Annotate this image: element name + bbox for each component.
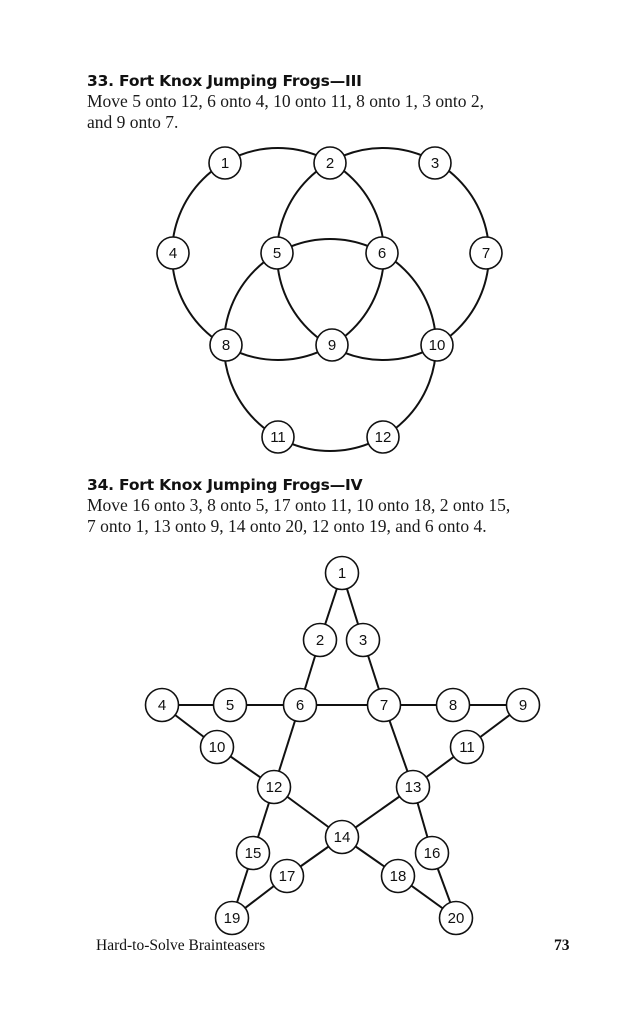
node-label: 11 [270, 429, 286, 446]
puzzle-33-heading: 33. Fort Knox Jumping Frogs—III [87, 72, 362, 90]
d34-node-7: 7 [366, 687, 402, 723]
d33-node-10: 10 [420, 328, 454, 362]
node-label: 9 [519, 697, 527, 714]
d33-node-5: 5 [260, 236, 294, 270]
d34-node-11: 11 [449, 729, 485, 765]
node-label: 7 [482, 245, 490, 262]
d33-node-12: 12 [366, 420, 400, 454]
d33-node-8: 8 [209, 328, 243, 362]
puzzle-34-line-1: Move 16 onto 3, 8 onto 5, 17 onto 11, 10… [87, 495, 511, 515]
node-label: 3 [359, 632, 367, 649]
d34-node-17: 17 [269, 858, 305, 894]
node-label: 13 [405, 779, 422, 796]
node-label: 10 [429, 337, 446, 354]
node-label: 12 [266, 779, 283, 796]
node-label: 2 [326, 155, 334, 172]
d33-node-7: 7 [469, 236, 503, 270]
node-label: 16 [424, 845, 441, 862]
node-label: 4 [169, 245, 177, 262]
node-label: 3 [431, 155, 439, 172]
d33-node-9: 9 [315, 328, 349, 362]
d34-node-15: 15 [235, 835, 271, 871]
d34-node-19: 19 [214, 900, 250, 936]
d33-node-1: 1 [208, 146, 242, 180]
node-label: 7 [380, 697, 388, 714]
d34-node-12: 12 [256, 769, 292, 805]
d33-node-6: 6 [365, 236, 399, 270]
node-label: 8 [449, 697, 457, 714]
node-label: 19 [224, 910, 241, 927]
d34-node-1: 1 [324, 555, 360, 591]
d33-node-11: 11 [261, 420, 295, 454]
node-label: 18 [390, 868, 407, 885]
d34-node-13: 13 [395, 769, 431, 805]
puzzle-33-instructions: Move 5 onto 12, 6 onto 4, 10 onto 11, 8 … [87, 91, 587, 133]
d34-node-8: 8 [435, 687, 471, 723]
node-label: 10 [209, 739, 226, 756]
d34-node-4: 4 [144, 687, 180, 723]
puzzle-34-line-2: 7 onto 1, 13 onto 9, 14 onto 20, 12 onto… [87, 516, 487, 536]
d34-node-10: 10 [199, 729, 235, 765]
node-label: 20 [448, 910, 465, 927]
running-footer-title: Hard-to-Solve Brainteasers [96, 937, 266, 954]
node-label: 8 [222, 337, 230, 354]
puzzle-34-heading: 34. Fort Knox Jumping Frogs—IV [87, 476, 363, 494]
node-label: 4 [158, 697, 166, 714]
d33-node-4: 4 [156, 236, 190, 270]
d34-node-18: 18 [380, 858, 416, 894]
node-label: 1 [221, 155, 229, 172]
node-label: 6 [296, 697, 304, 714]
node-label: 6 [378, 245, 386, 262]
puzzle-33-line-2: and 9 onto 7. [87, 112, 179, 132]
d34-node-2: 2 [302, 622, 338, 658]
page-number: 73 [554, 937, 570, 954]
node-label: 1 [338, 565, 346, 582]
node-label: 5 [273, 245, 281, 262]
node-label: 5 [226, 697, 234, 714]
d33-node-3: 3 [418, 146, 452, 180]
d34-node-3: 3 [345, 622, 381, 658]
puzzle-34-instructions: Move 16 onto 3, 8 onto 5, 17 onto 11, 10… [87, 495, 587, 537]
puzzle-33-line-1: Move 5 onto 12, 6 onto 4, 10 onto 11, 8 … [87, 91, 484, 111]
node-label: 17 [279, 868, 296, 885]
d34-node-16: 16 [414, 835, 450, 871]
node-label: 14 [334, 829, 351, 846]
node-label: 11 [459, 739, 475, 756]
d34-node-9: 9 [505, 687, 541, 723]
d34-node-20: 20 [438, 900, 474, 936]
d34-node-14: 14 [324, 819, 360, 855]
node-label: 15 [245, 845, 262, 862]
node-label: 9 [328, 337, 336, 354]
node-label: 2 [316, 632, 324, 649]
node-label: 12 [375, 429, 392, 446]
d34-node-6: 6 [282, 687, 318, 723]
d34-node-5: 5 [212, 687, 248, 723]
d33-node-2: 2 [313, 146, 347, 180]
